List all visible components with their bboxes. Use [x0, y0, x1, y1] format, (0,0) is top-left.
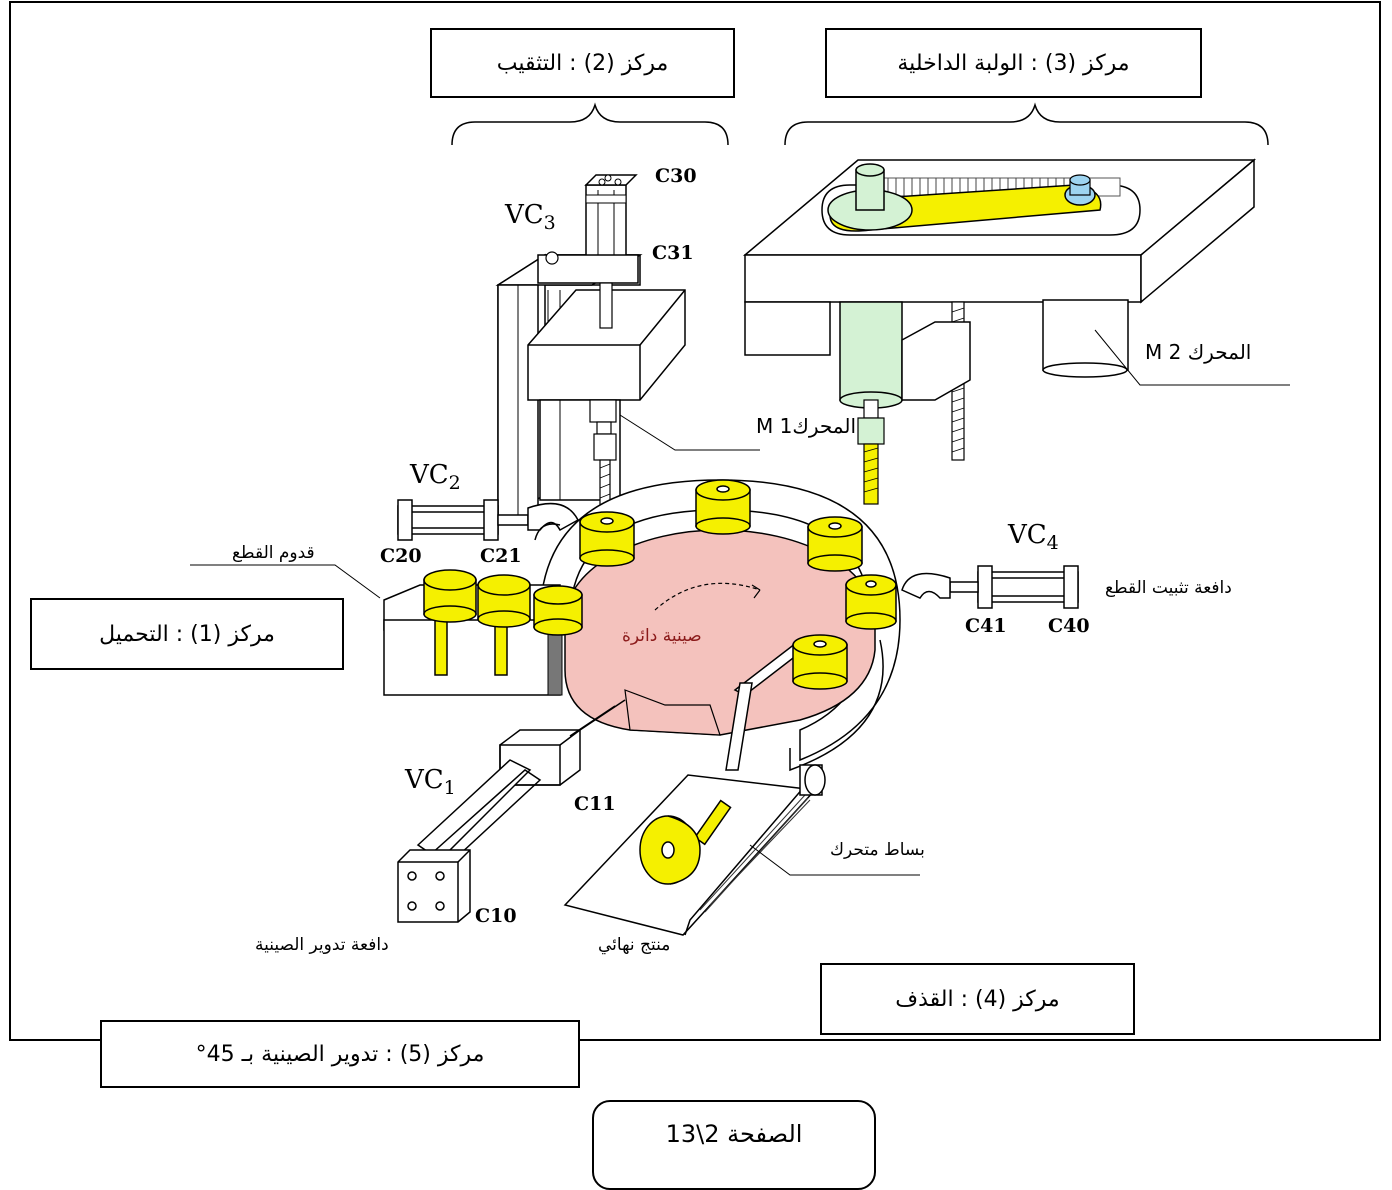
part	[792, 634, 848, 690]
drilling-unit	[495, 174, 686, 522]
sensor-c31: C31	[652, 242, 694, 264]
station-ejection-label: مركز (4) : القذف	[820, 963, 1135, 1035]
threading-brace	[784, 102, 1269, 146]
outer-frame	[9, 1, 1381, 1041]
page-number: الصفحة 2\13	[592, 1100, 876, 1190]
conveyor-label: بساط متحرك	[830, 840, 925, 860]
part	[579, 511, 635, 567]
station-rotation-label: مركز (5) : تدوير الصينية بـ 45°	[100, 1020, 580, 1088]
vc1-cylinder	[397, 699, 626, 923]
vc4-cylinder	[901, 565, 1079, 609]
sensor-c11: C11	[574, 793, 616, 815]
vc1-label: VC1	[405, 765, 456, 800]
part	[695, 479, 751, 535]
part	[477, 574, 531, 628]
conveyor	[563, 764, 826, 936]
station-drilling-label: مركز (2) : التثقيب	[430, 28, 735, 98]
part	[807, 516, 863, 572]
leader-lines	[190, 329, 1290, 876]
drilling-brace	[451, 102, 729, 146]
vc3-label: VC3	[505, 200, 556, 235]
vc4-label: VC4	[1008, 520, 1059, 555]
loading-chute	[383, 569, 583, 696]
sensor-c20: C20	[380, 545, 422, 567]
part	[533, 585, 583, 636]
motor-m1-label: المحرك1 M	[756, 414, 857, 438]
rotary-table-label: صينية دائرة	[622, 626, 702, 646]
sensor-c40: C40	[1048, 615, 1090, 637]
table-rotation-pusher-label: دافعة تدوير الصينية	[255, 935, 389, 955]
part	[845, 574, 897, 630]
threading-unit	[742, 158, 1257, 505]
sensor-c10: C10	[475, 905, 517, 927]
station-loading-label: مركز (1) : التحميل	[30, 598, 344, 670]
part-clamping-pusher-label: دافعة تثبيت القطع	[1105, 578, 1232, 598]
sensor-c41: C41	[965, 615, 1007, 637]
vc2-cylinder	[397, 499, 580, 541]
sensor-c21: C21	[480, 545, 522, 567]
machine-diagram	[9, 1, 1381, 1041]
parts-on-table	[579, 479, 897, 690]
part	[423, 569, 477, 623]
final-product-label: منتج نهائي	[598, 935, 671, 955]
vc2-label: VC2	[410, 460, 461, 495]
sensor-c30: C30	[655, 165, 697, 187]
motor-m2-label: المحرك M 2	[1145, 340, 1252, 364]
station-threading-label: مركز (3) : الولبة الداخلية	[825, 28, 1202, 98]
parts-arrival-label: قدوم القطع	[232, 543, 315, 563]
